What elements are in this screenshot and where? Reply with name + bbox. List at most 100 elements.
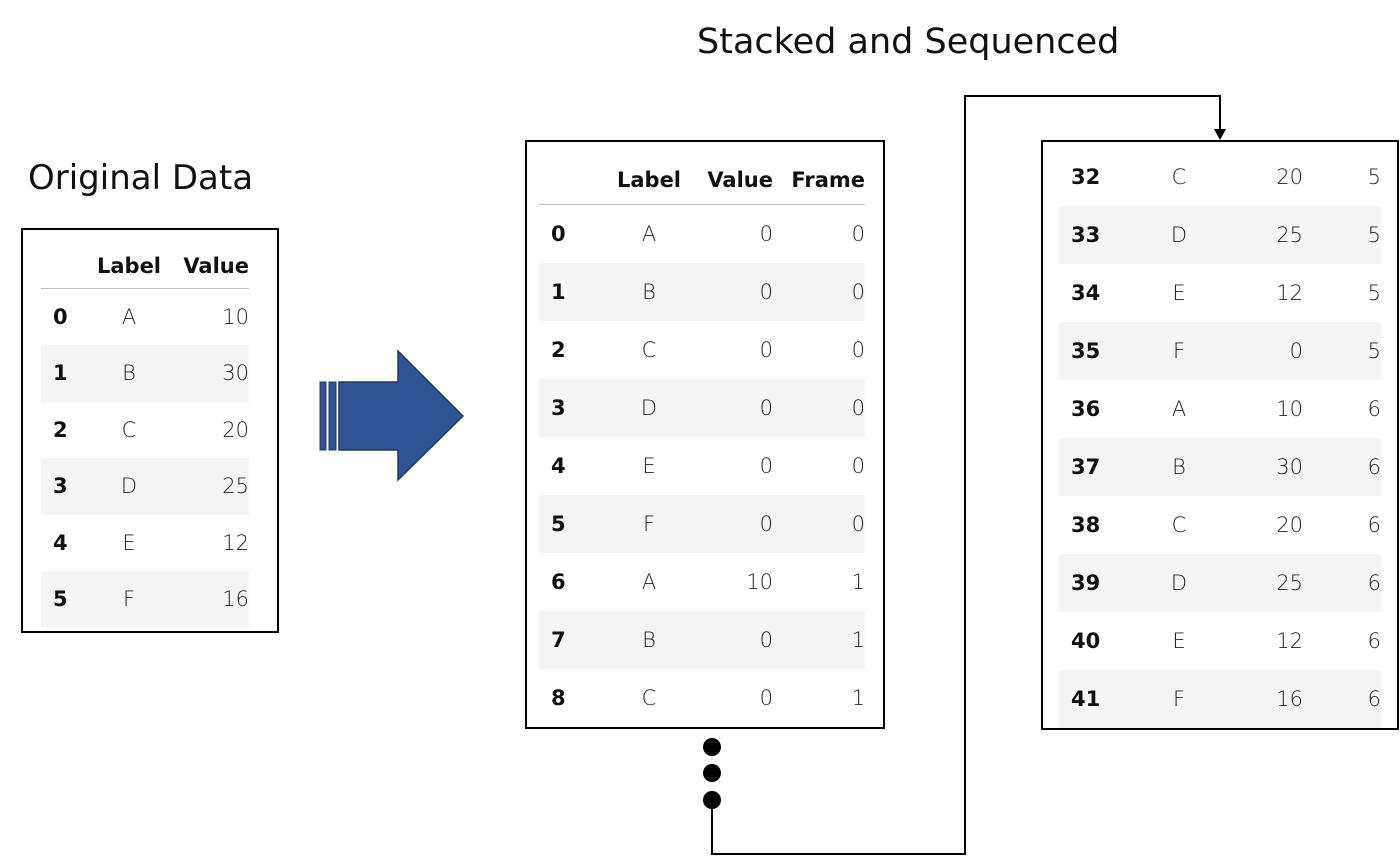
stacked-b-cell-frame: 6 — [1367, 397, 1381, 421]
stacked-a-cell-label: A — [641, 569, 657, 594]
original-row-index: 1 — [53, 361, 68, 386]
stacked-b-row-index: 34 — [1071, 281, 1101, 305]
stacked-b-cell-frame: 6 — [1367, 629, 1381, 653]
original-row: 1 B 30 — [41, 345, 249, 402]
stacked-a-row-index: 4 — [551, 453, 566, 478]
stacked-b-cell-label: C — [1171, 513, 1187, 537]
ellipsis-dots-icon — [703, 738, 721, 809]
stacked-a-cell-value: 0 — [759, 453, 773, 478]
stacked-a-cell-value: 10 — [746, 569, 773, 594]
stacked-b-cell-label: D — [1170, 223, 1188, 247]
stacked-a-row-index: 5 — [551, 511, 566, 536]
stacked-b-cell-value: 12 — [1276, 281, 1303, 305]
right-arrow-icon — [319, 349, 465, 482]
stacked-a-cell-label: A — [641, 221, 657, 246]
stacked-b-cell-value: 20 — [1276, 513, 1303, 537]
stacked-a-cell-label: E — [642, 453, 656, 478]
original-cell-value: 30 — [222, 361, 249, 386]
stacked-a-cell-value: 0 — [759, 395, 773, 420]
original-cell-value: 16 — [222, 587, 249, 612]
stacked-b-row-index: 37 — [1071, 455, 1101, 479]
stacked-b-row-index: 32 — [1071, 165, 1101, 189]
stacked-a-cell-value: 0 — [759, 511, 773, 536]
original-cell-label: F — [122, 587, 136, 612]
original-cell-value: 10 — [222, 305, 249, 329]
stacked-a-row-index: 1 — [551, 279, 566, 304]
stacked-b-cell-label: E — [1172, 281, 1186, 305]
stacked-a-cell-frame: 0 — [851, 511, 865, 536]
stacked-header-value: Value — [691, 156, 773, 205]
stacked-a-row: 3 D 0 0 — [539, 378, 865, 437]
stacked-b-row-index: 36 — [1071, 397, 1101, 421]
connector-arrow-icon — [711, 95, 1226, 855]
stacked-b-cell-frame: 5 — [1367, 281, 1381, 305]
original-cell-label: D — [120, 474, 138, 499]
stacked-b-cell-value: 25 — [1276, 223, 1303, 247]
stacked-header-label: Label — [607, 156, 691, 205]
stacked-b-cell-frame: 5 — [1367, 339, 1381, 363]
stacked-a-cell-frame: 0 — [851, 395, 865, 420]
stacked-a-cell-label: B — [642, 627, 656, 652]
stacked-a-row-index: 6 — [551, 569, 566, 594]
stacked-b-cell-label: D — [1170, 571, 1188, 595]
stacked-a-cell-label: C — [641, 337, 657, 362]
stacked-b-row: 36 A 10 6 — [1059, 380, 1381, 438]
stacked-a-cell-label: F — [642, 511, 656, 536]
stacked-b-cell-frame: 6 — [1367, 455, 1381, 479]
stacked-b-cell-frame: 5 — [1367, 223, 1381, 247]
original-cell-label: E — [122, 530, 136, 555]
original-table-header-row: Label Value — [41, 244, 249, 289]
original-cell-value: 20 — [222, 417, 249, 442]
stacked-b-row-index: 38 — [1071, 513, 1101, 537]
stacked-b-cell-frame: 5 — [1367, 165, 1381, 189]
stacked-b-cell-frame: 6 — [1367, 687, 1381, 711]
stacked-header-index — [539, 156, 607, 205]
original-cell-label: C — [121, 417, 137, 442]
stacked-b-cell-value: 12 — [1276, 629, 1303, 653]
stacked-a-row: 5 F 0 0 — [539, 494, 865, 553]
stacked-b-cell-value: 16 — [1276, 687, 1303, 711]
stacked-a-cell-label: D — [640, 395, 658, 420]
original-row: 0 A 10 — [41, 288, 249, 345]
stacked-b-row-index: 41 — [1071, 687, 1101, 711]
stacked-b-cell-value: 25 — [1276, 571, 1303, 595]
original-row-index: 2 — [53, 417, 68, 442]
stacked-a-cell-value: 0 — [759, 685, 773, 710]
original-row-index: 4 — [53, 530, 68, 555]
stacked-b-cell-value: 10 — [1276, 397, 1303, 421]
stacked-b-cell-frame: 6 — [1367, 571, 1381, 595]
stacked-header-frame: Frame — [773, 156, 865, 205]
stacked-table-header-row: Label Value Frame — [539, 156, 865, 205]
stacked-a-cell-value: 0 — [759, 627, 773, 652]
original-row-index: 0 — [53, 305, 68, 329]
stacked-a-row-index: 0 — [551, 221, 566, 246]
stacked-a-cell-label: B — [642, 279, 656, 304]
stacked-a-row-index: 7 — [551, 627, 566, 652]
stacked-b-cell-label: B — [1172, 455, 1186, 479]
stacked-a-row-index: 3 — [551, 395, 566, 420]
stacked-b-cell-label: A — [1171, 397, 1187, 421]
original-cell-label: A — [121, 305, 137, 329]
stacked-b-cell-label: E — [1172, 629, 1186, 653]
original-cell-label: B — [122, 361, 136, 386]
